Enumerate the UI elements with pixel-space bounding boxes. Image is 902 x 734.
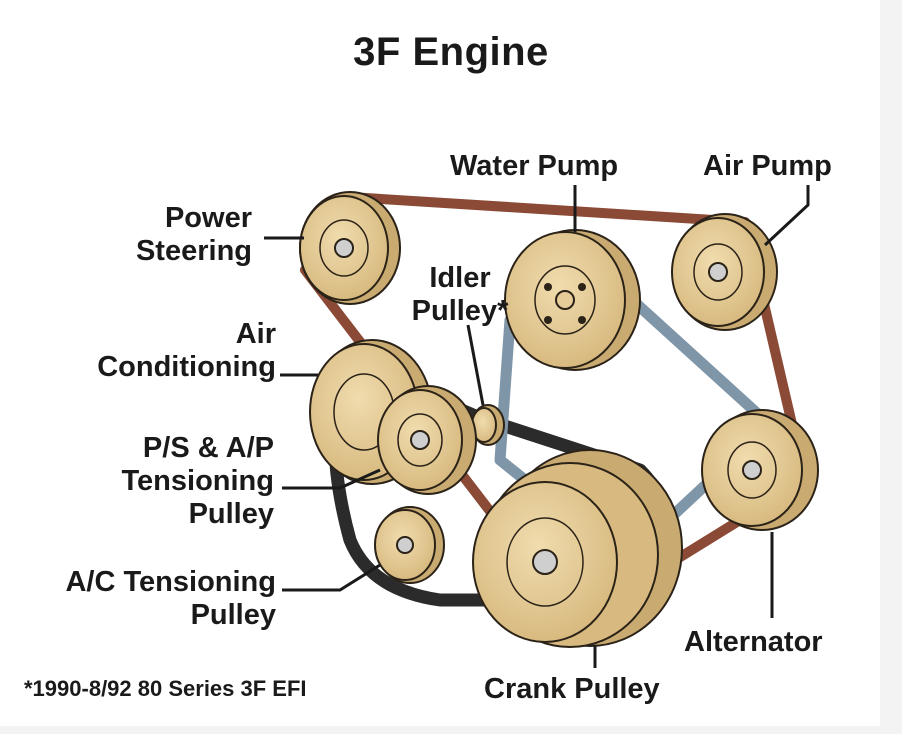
label-ac-tensioning-pulley: A/C Tensioning Pulley bbox=[10, 566, 276, 632]
right-edge-strip bbox=[880, 0, 902, 734]
ac-tensioning-pulley bbox=[374, 506, 445, 584]
label-air-pump: Air Pump bbox=[703, 150, 832, 182]
label-air-conditioning-line1: Air bbox=[235, 318, 276, 350]
label-idler-pulley: Idler Pulley* bbox=[392, 262, 528, 328]
label-power-steering: Power Steering bbox=[90, 202, 252, 268]
label-ps-ap-line2: Tensioning bbox=[121, 465, 274, 497]
label-alternator: Alternator bbox=[684, 626, 823, 658]
idler-pulley bbox=[471, 404, 505, 446]
crank-pulley bbox=[472, 449, 683, 648]
alternator-pulley bbox=[701, 409, 819, 531]
label-ac-tensioning-line1: A/C Tensioning bbox=[65, 566, 276, 598]
label-idler-pulley-line2: Pulley* bbox=[411, 295, 509, 327]
label-ac-tensioning-line2: Pulley bbox=[190, 599, 276, 631]
footnote: *1990-8/92 80 Series 3F EFI bbox=[24, 676, 307, 701]
bottom-edge-strip bbox=[0, 726, 902, 734]
label-air-conditioning-line2: Conditioning bbox=[97, 351, 276, 383]
power-steering-pulley bbox=[299, 191, 401, 305]
label-crank-pulley: Crank Pulley bbox=[484, 673, 660, 705]
page-title: 3F Engine bbox=[353, 30, 549, 74]
label-power-steering-line2: Steering bbox=[135, 235, 252, 267]
label-air-conditioning: Air Conditioning bbox=[40, 318, 276, 384]
water-pump-pulley bbox=[504, 229, 641, 371]
leader-lines bbox=[264, 185, 810, 668]
label-ps-ap-line3: Pulley bbox=[188, 498, 274, 530]
label-ps-ap-line1: P/S & A/P bbox=[142, 432, 274, 464]
label-ps-ap-tensioning-pulley: P/S & A/P Tensioning Pulley bbox=[60, 432, 274, 531]
ps-ap-tensioning-pulley bbox=[377, 385, 477, 495]
label-idler-pulley-line1: Idler bbox=[429, 262, 491, 294]
air-pump-pulley bbox=[671, 213, 778, 331]
label-water-pump: Water Pump bbox=[450, 150, 619, 182]
label-power-steering-line1: Power bbox=[164, 202, 252, 234]
